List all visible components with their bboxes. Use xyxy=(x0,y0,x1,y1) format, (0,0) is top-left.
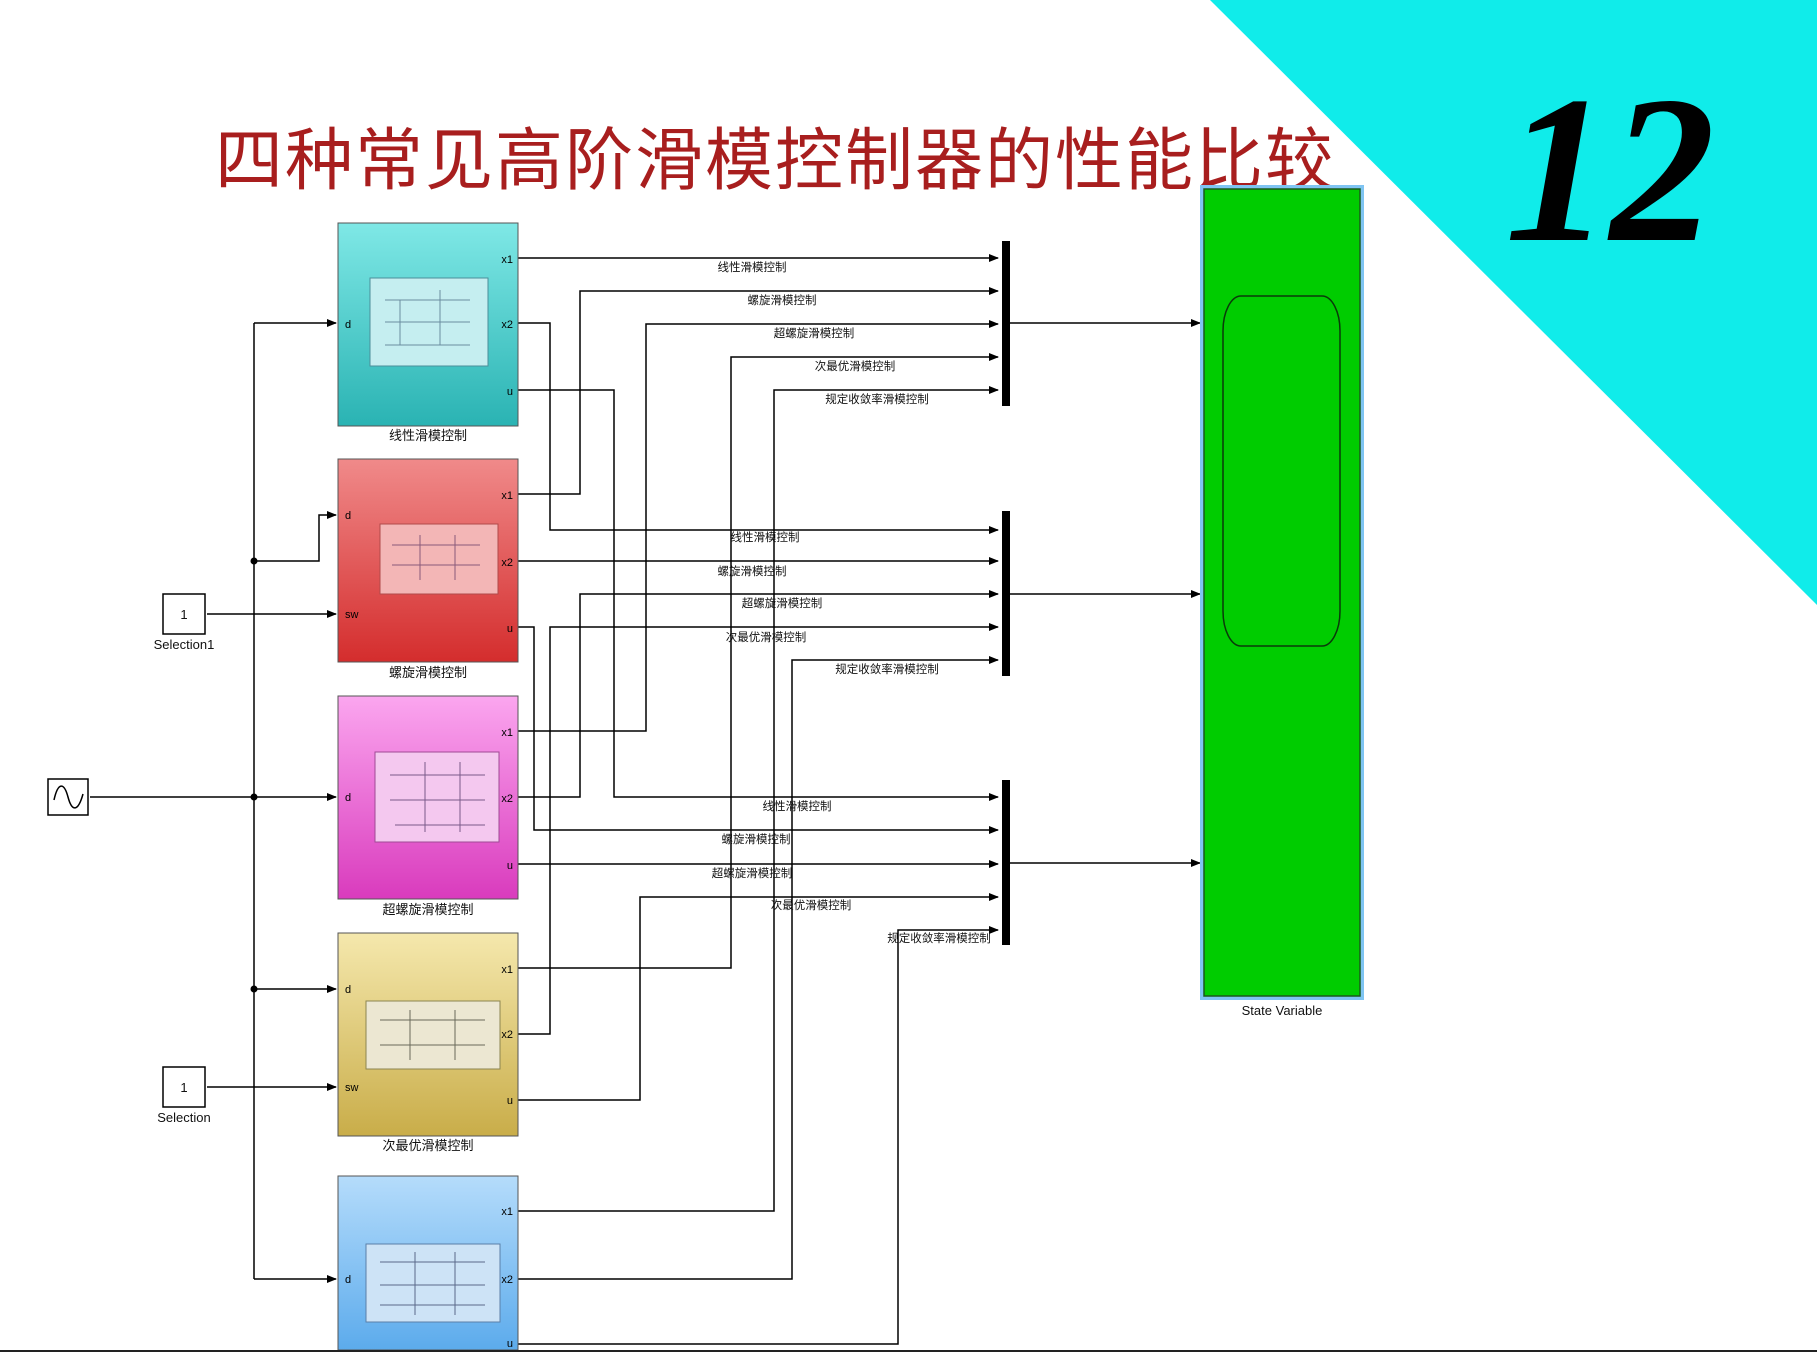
subsystem-thumbnail xyxy=(365,1243,501,1323)
port-label: d xyxy=(345,319,351,331)
sine-wave-icon xyxy=(53,785,84,809)
scope-block-state-variable[interactable] xyxy=(1200,185,1364,1000)
slide-title: 四种常见高阶滑模控制器的性能比较 xyxy=(215,122,1336,201)
port-label: x1 xyxy=(501,1206,513,1218)
slide-number: 12 xyxy=(1505,54,1715,286)
subsystem-caption: 螺旋滑模控制 xyxy=(389,666,467,681)
scope-caption: State Variable xyxy=(1242,1003,1323,1018)
bottom-divider xyxy=(0,1350,1817,1352)
subsystem-caption: 线性滑模控制 xyxy=(389,429,467,444)
sine-wave-source[interactable] xyxy=(47,778,89,816)
constant-caption: Selection1 xyxy=(154,637,215,652)
constant-value: 1 xyxy=(180,1080,187,1095)
subsystem-super-twisting-smc[interactable]: d x1 x2 u xyxy=(337,695,519,900)
signal-label: 规定收敛率滑模控制 xyxy=(887,931,991,945)
subsystem-suboptimal-smc[interactable]: d sw x1 x2 u xyxy=(337,932,519,1137)
subsystem-caption: 次最优滑模控制 xyxy=(382,1138,473,1154)
port-label: d xyxy=(345,984,351,996)
port-label: d xyxy=(345,1274,351,1286)
mux-block[interactable] xyxy=(1002,241,1010,406)
subsystem-thumbnail xyxy=(365,1000,501,1070)
mux-block[interactable] xyxy=(1002,511,1010,676)
signal-label: 次最优滑模控制 xyxy=(726,630,807,644)
constant-value: 1 xyxy=(180,607,187,622)
signal-label: 超螺旋滑模控制 xyxy=(774,326,855,340)
port-label: d xyxy=(345,792,351,804)
port-label: x2 xyxy=(501,1029,513,1041)
subsystem-thumbnail xyxy=(379,523,499,595)
port-label: sw xyxy=(345,1082,359,1094)
signal-label: 螺旋滑模控制 xyxy=(722,832,791,846)
port-label: u xyxy=(507,1095,513,1107)
port-label: u xyxy=(507,386,513,398)
port-label: x1 xyxy=(501,964,513,976)
signal-label: 次最优滑模控制 xyxy=(771,898,852,912)
signal-label: 线性滑模控制 xyxy=(763,799,832,813)
signal-label: 规定收敛率滑模控制 xyxy=(825,392,929,406)
port-label: x2 xyxy=(501,1274,513,1286)
port-label: x2 xyxy=(501,319,513,331)
subsystem-thumbnail xyxy=(374,751,500,843)
signal-label: 超螺旋滑模控制 xyxy=(742,596,823,610)
port-label: x1 xyxy=(501,727,513,739)
constant-caption: Selection xyxy=(157,1110,210,1125)
signal-label: 螺旋滑模控制 xyxy=(748,293,817,307)
signal-label: 次最优滑模控制 xyxy=(815,359,896,373)
scope-display xyxy=(1222,295,1341,647)
signal-label: 超螺旋滑模控制 xyxy=(712,866,793,880)
constant-block-selection1[interactable]: 1 xyxy=(162,593,206,635)
signal-label: 线性滑模控制 xyxy=(718,260,787,274)
port-label: d xyxy=(345,510,351,522)
port-label: u xyxy=(507,860,513,872)
port-label: u xyxy=(507,623,513,635)
port-label: x1 xyxy=(501,254,513,266)
port-label: x1 xyxy=(501,490,513,502)
junction-dot xyxy=(250,793,258,801)
subsystem-caption: 超螺旋滑模控制 xyxy=(382,903,473,918)
port-label: x2 xyxy=(501,793,513,805)
port-label: x2 xyxy=(501,557,513,569)
signal-label: 线性滑模控制 xyxy=(731,530,800,544)
junction-dot xyxy=(250,557,258,565)
port-label: u xyxy=(507,1338,513,1350)
constant-block-selection[interactable]: 1 xyxy=(162,1066,206,1108)
junction-dot xyxy=(250,985,258,993)
signal-label: 螺旋滑模控制 xyxy=(718,564,787,578)
signal-label: 规定收敛率滑模控制 xyxy=(835,662,939,676)
mux-block[interactable] xyxy=(1002,780,1010,945)
subsystem-linear-smc[interactable]: d x1 x2 u xyxy=(337,222,519,427)
subsystem-prescribed-convergence-smc[interactable]: d x1 x2 u xyxy=(337,1175,519,1351)
port-label: sw xyxy=(345,609,359,621)
subsystem-twisting-smc[interactable]: d sw x1 x2 u xyxy=(337,458,519,663)
